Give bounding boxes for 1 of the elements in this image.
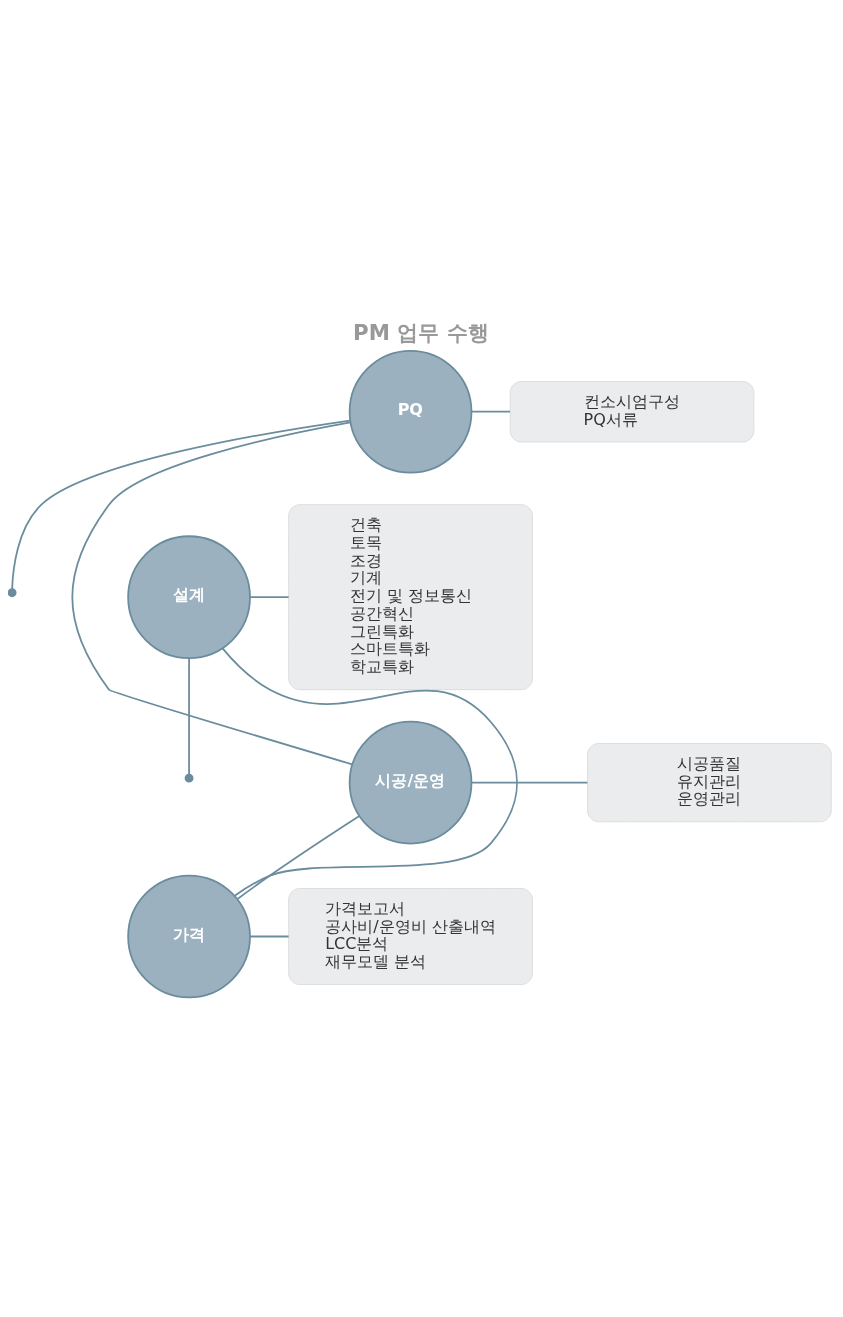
diagram-title: PM 업무 수행 — [353, 319, 489, 345]
